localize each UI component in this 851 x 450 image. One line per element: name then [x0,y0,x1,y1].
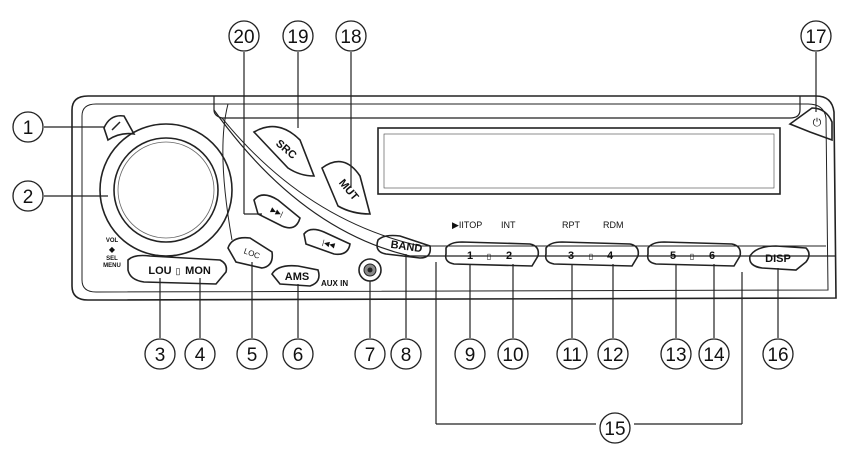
callout-3: 3 [144,338,176,370]
preset-5-label: 5 [670,250,676,262]
mute-button-label: MUT [336,177,361,203]
svg-text:9: 9 [465,345,476,366]
preset-3-label: 3 [568,250,574,262]
svg-text:12: 12 [602,345,623,366]
play-top-label: ▶IITOP [452,220,482,230]
svg-text:3: 3 [155,345,166,366]
callout-12: 12 [597,338,629,370]
callout-1: 1 [12,111,44,143]
svg-text:2: 2 [23,187,34,208]
svg-text:17: 17 [805,27,826,48]
callout-15: 15 [599,412,631,444]
ams-button[interactable]: AMS [271,264,320,287]
svg-text:8: 8 [401,345,412,366]
power-icon: ⏻ [813,117,822,129]
src-button-label: SRC [273,138,299,162]
callouts: 1 2 3 4 5 6 7 8 9 10 11 12 13 14 15 16 1… [12,20,832,444]
callout-14: 14 [698,338,730,370]
callout-4: 4 [184,338,216,370]
callout-17: 17 [800,20,832,52]
callout-9: 9 [454,338,486,370]
loc-button[interactable]: LOC [227,236,274,269]
callout-5: 5 [236,338,268,370]
svg-text:6: 6 [293,345,304,366]
lou-mon-button[interactable]: LOU ▯ MON [127,254,228,285]
aux-in-label: AUX IN [321,279,348,288]
next-track-icon: ▶▶| [269,207,284,219]
int-label: INT [501,220,516,230]
preset-4-label: 4 [607,250,614,262]
callout-20: 20 [228,20,260,52]
callout-13: 13 [660,338,692,370]
preset-5-6-divider-icon: ▯ [690,252,694,261]
callout-8: 8 [390,338,422,370]
loc-button-label: LOC [243,247,262,261]
disp-button-label: DISP [765,253,791,265]
aux-jack[interactable] [358,258,382,282]
lcd-display [377,127,781,195]
vol-sel-icon: ◆ [109,245,116,254]
menu-label: MENU [103,263,121,269]
preset-3-4-divider-icon: ▯ [589,252,593,261]
callout-2: 2 [12,180,44,212]
svg-text:10: 10 [502,345,523,366]
power-button[interactable]: ⏻ [788,107,833,142]
preset-5-6-button[interactable]: 5 ▯ 6 [646,241,742,267]
callout-7: 7 [354,338,386,370]
svg-text:11: 11 [562,345,582,366]
disp-button[interactable]: DISP [748,245,810,271]
svg-text:7: 7 [365,345,376,366]
callout-11: 11 [556,338,588,370]
sel-label: SEL [106,256,118,262]
lou-mon-divider-icon: ▯ [176,266,181,276]
svg-text:4: 4 [195,345,206,366]
preset-2-label: 2 [506,250,512,262]
svg-text:19: 19 [287,27,308,48]
ams-button-label: AMS [285,271,309,283]
svg-text:15: 15 [604,419,625,440]
svg-text:5: 5 [247,345,258,366]
svg-text:1: 1 [23,118,34,139]
rpt-label: RPT [562,220,581,230]
preset-6-label: 6 [709,250,715,262]
leader-lines [44,52,817,425]
volume-knob[interactable] [99,123,233,257]
band-button[interactable]: BAND [376,234,432,259]
next-track-button[interactable]: ▶▶| [253,194,301,229]
svg-text:13: 13 [665,345,686,366]
preset-3-4-button[interactable]: 3 ▯ 4 [544,241,640,267]
release-button[interactable] [103,114,136,142]
band-button-label: BAND [390,239,423,255]
preset-1-2-button[interactable]: 1 ▯ 2 [444,241,540,267]
svg-text:18: 18 [340,27,361,48]
callout-16: 16 [762,338,794,370]
rdm-label: RDM [603,220,624,230]
svg-text:16: 16 [767,345,788,366]
callout-19: 19 [282,20,314,52]
callout-6: 6 [282,338,314,370]
lou-label: LOU [148,265,171,277]
faceplate [71,95,837,301]
prev-track-button[interactable]: |◀◀ [303,228,351,256]
callout-10: 10 [497,338,529,370]
preset-1-label: 1 [467,250,473,262]
callout-18: 18 [335,20,367,52]
svg-text:14: 14 [703,345,725,366]
vol-label: VOL [106,238,119,244]
preset-1-2-divider-icon: ▯ [487,252,491,261]
svg-text:20: 20 [233,27,254,48]
mute-button[interactable]: MUT [321,160,372,215]
mon-label: MON [185,265,211,277]
prev-track-icon: |◀◀ [321,240,336,250]
